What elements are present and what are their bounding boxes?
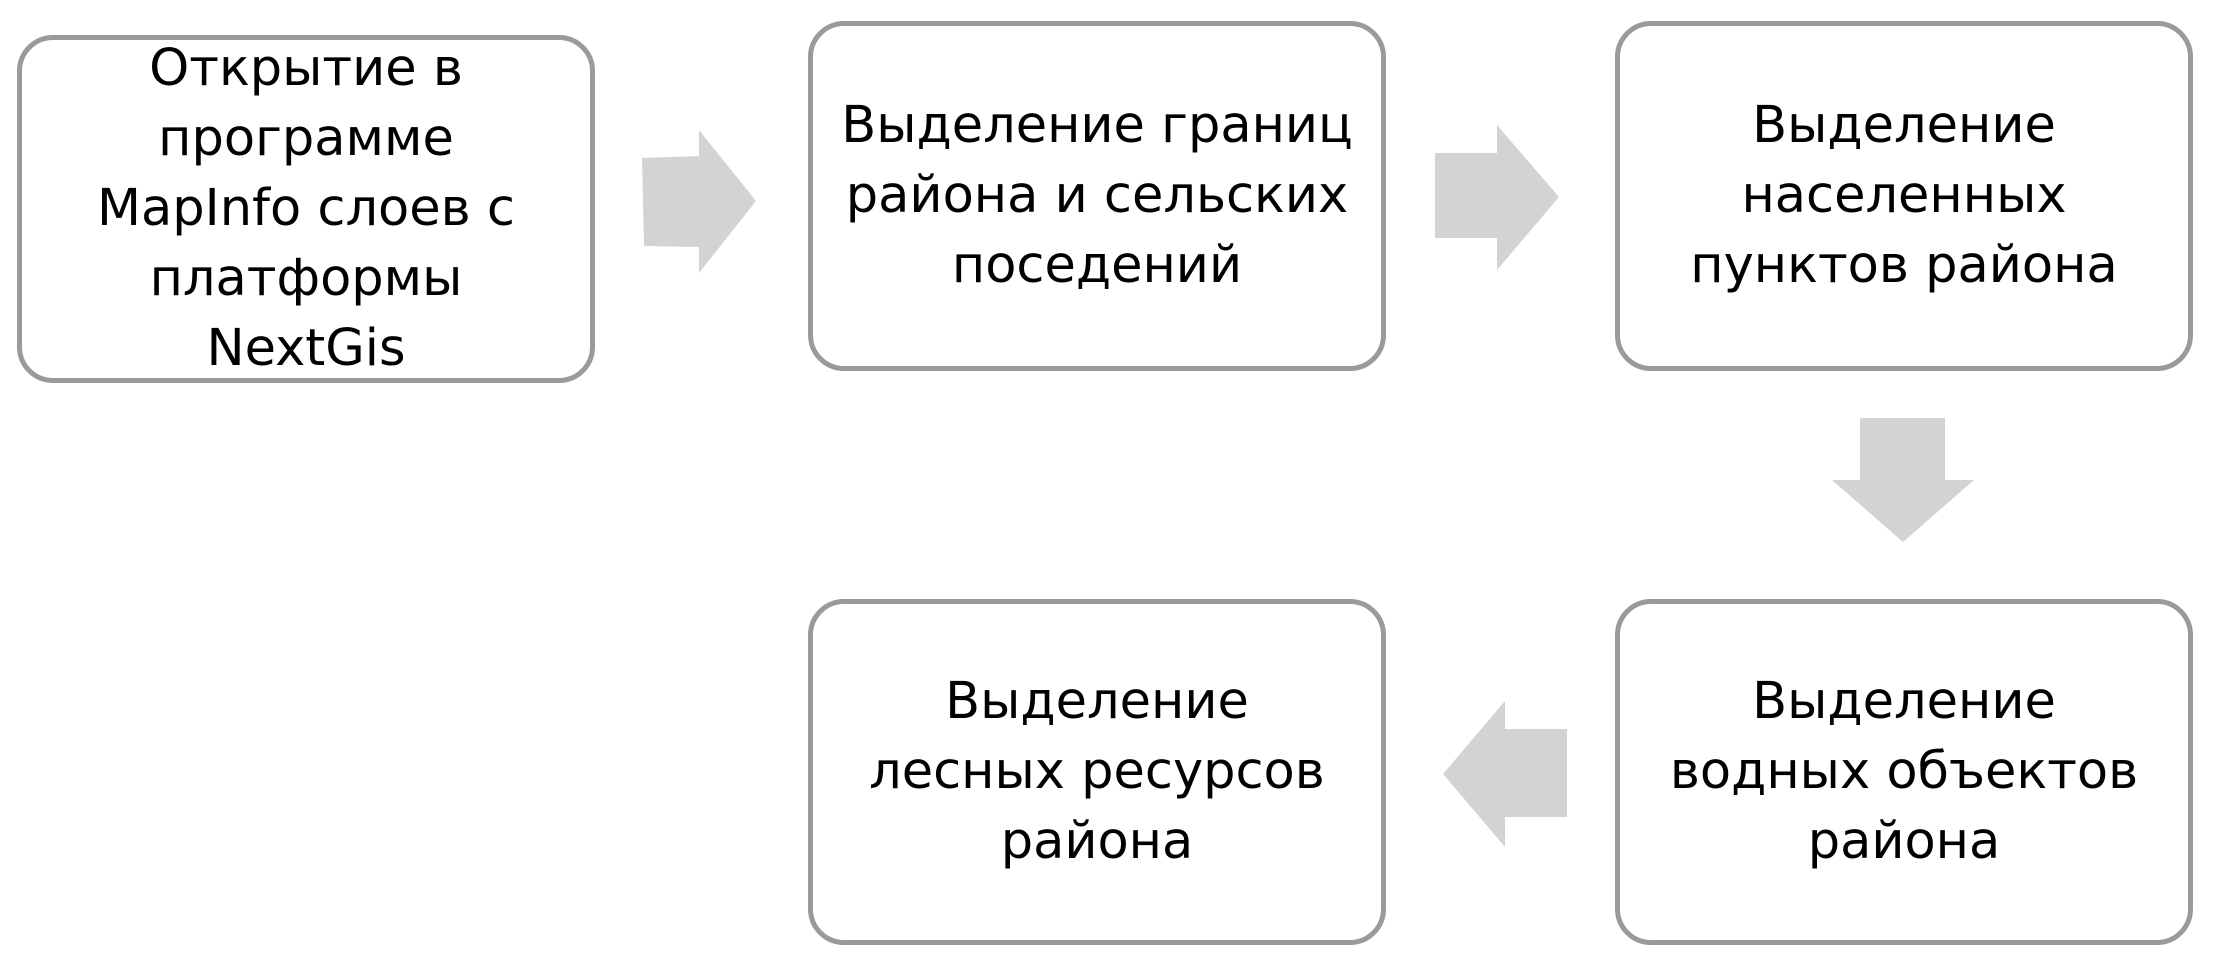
- arrow-left-icon: [1443, 701, 1567, 847]
- step-4-box: Выделение водных объектов района: [1615, 599, 2193, 945]
- arrow-right-icon: [642, 130, 756, 273]
- arrow-right-icon: [1435, 125, 1559, 270]
- arrow-down-icon: [1832, 418, 1974, 542]
- step-3-box: Выделение населенных пунктов района: [1615, 21, 2193, 371]
- step-5-box: Выделение лесных ресурсов района: [808, 599, 1386, 945]
- step-1-box: Открытие в программе MapInfo слоев с пла…: [17, 35, 595, 383]
- step-2-box: Выделение границ района и сельских посед…: [808, 21, 1386, 371]
